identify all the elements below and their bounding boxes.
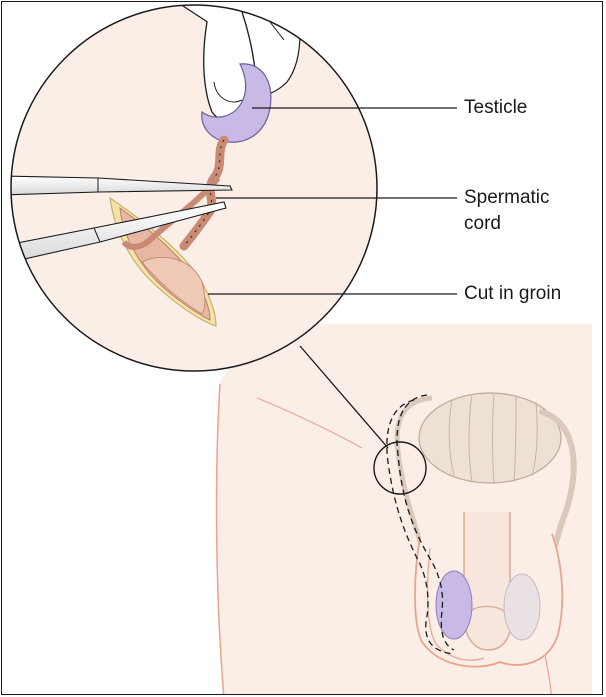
label-spermatic-cord-line2: cord [464,212,501,236]
label-cut-in-groin: Cut in groin [464,282,561,306]
magnified-view [2,2,377,371]
left-testicle [436,571,472,639]
penis [464,512,511,650]
right-testicle [504,574,540,640]
bladder [419,393,561,484]
label-testicle: Testicle [464,96,527,120]
label-spermatic-cord-line1: Spermatic [464,186,550,210]
